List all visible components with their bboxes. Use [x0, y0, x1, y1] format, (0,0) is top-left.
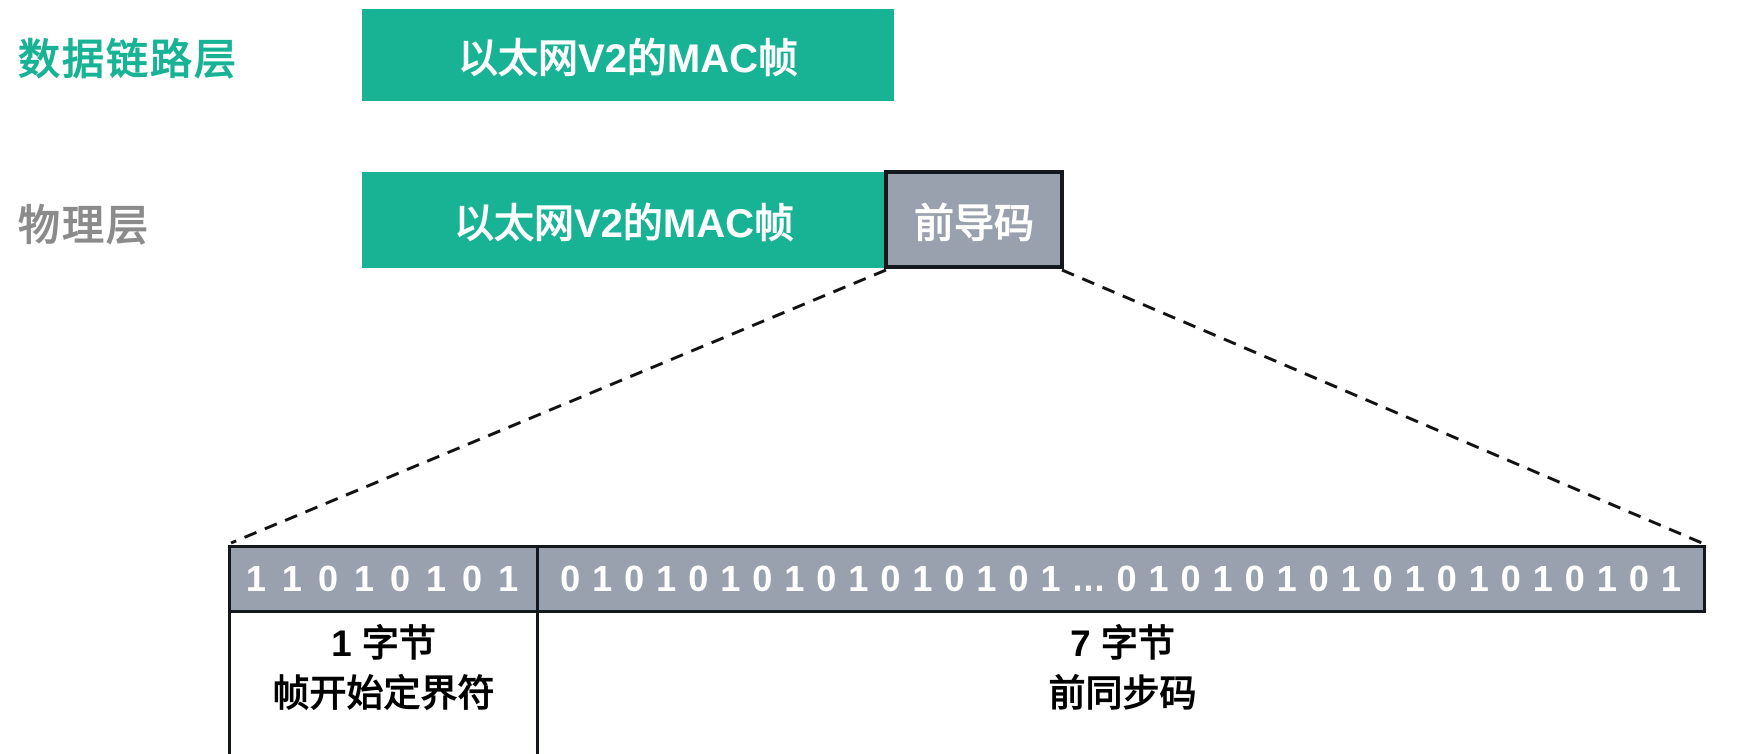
- sfd-size-label: 1 字节: [331, 623, 436, 664]
- mac-frame-label-physical: 以太网V2的MAC帧: [453, 202, 795, 246]
- sync-size-label: 7 字节: [1070, 623, 1175, 664]
- dashed-line-left: [230, 268, 887, 545]
- sfd-label-cell: 1 字节 帧开始定界符: [228, 613, 539, 754]
- sfd-bits-cell: 1 1 0 1 0 1 0 1: [231, 548, 539, 610]
- sfd-name-label: 帧开始定界符: [272, 672, 495, 714]
- sync-bits: 0 1 0 1 0 1 0 1 0 1 0 1 0 1 0 1 ... 0 1 …: [560, 558, 1682, 599]
- mac-frame-box-datalink: 以太网V2的MAC帧: [362, 9, 894, 101]
- preamble-bit-bar: 1 1 0 1 0 1 0 1 0 1 0 1 0 1 0 1 0 1 0 1 …: [228, 545, 1706, 613]
- sfd-bits: 1 1 0 1 0 1 0 1: [245, 558, 522, 599]
- dashed-line-right: [1061, 268, 1703, 545]
- byte-labels-row: 1 字节 帧开始定界符 7 字节 前同步码: [228, 613, 1706, 754]
- physical-layer-label: 物理层: [18, 202, 151, 249]
- datalink-layer-label: 数据链路层: [18, 36, 239, 83]
- mac-frame-box-physical: 以太网V2的MAC帧: [362, 172, 886, 268]
- preamble-label: 前导码: [914, 201, 1034, 246]
- preamble-box: 前导码: [884, 170, 1064, 269]
- mac-frame-label-datalink: 以太网V2的MAC帧: [457, 37, 799, 81]
- sync-label-cell: 7 字节 前同步码: [539, 613, 1706, 754]
- sync-name-label: 前同步码: [1048, 672, 1197, 714]
- sync-bits-cell: 0 1 0 1 0 1 0 1 0 1 0 1 0 1 0 1 ... 0 1 …: [539, 548, 1703, 610]
